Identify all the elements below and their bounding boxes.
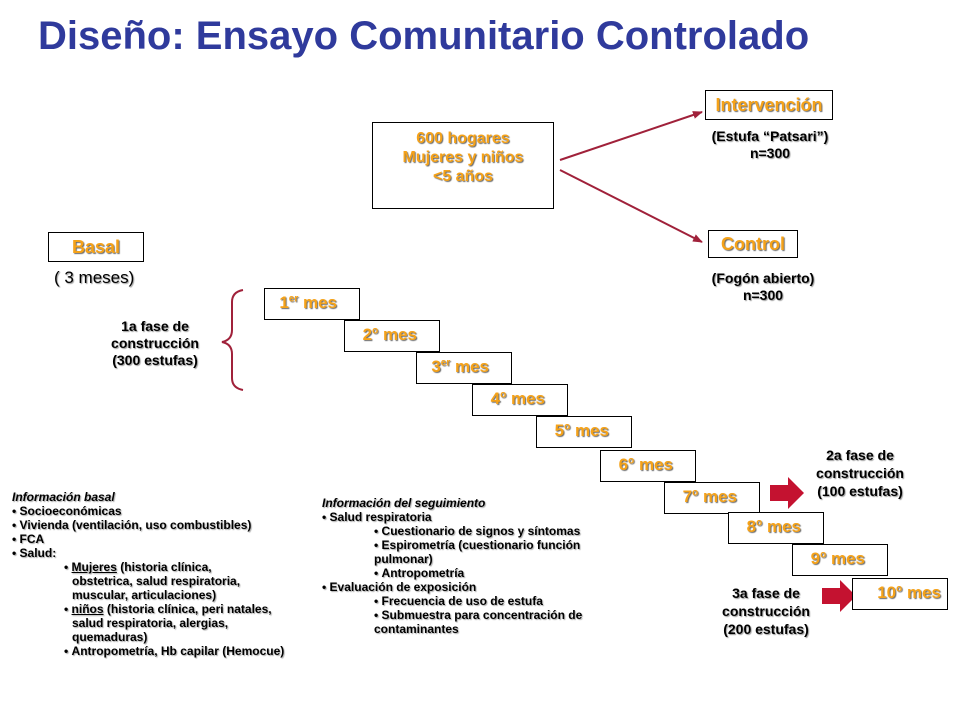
info-basal-subitem: Mujeres (historia clínica, obstetrica, s… [12,560,312,602]
info-basal-subitem: niños (historia clínica, peri natales, s… [12,602,312,644]
month-3-label: 3er mes [431,357,489,376]
phase3-text: 3a fase de construcción (200 estufas) [696,584,836,638]
info-basal-item: Salud: [12,546,312,560]
phase1-line1: 1a fase de [121,318,189,334]
population-box: 600 hogares Mujeres y niños <5 años [372,122,554,209]
phase3-line3: (200 estufas) [723,621,809,637]
intervention-box: Intervención [705,90,833,120]
control-desc: (Fogón abierto) n=300 [688,270,838,304]
month-3-box: 3er mes [416,352,512,384]
block-arrow-phase2 [770,477,804,509]
month-8-label: 8o mes [746,517,801,536]
month-9-label: 9o mes [810,549,865,568]
info-basal-title: Información basal [12,490,115,504]
arrow-to-intervention [559,111,703,161]
info-seguimiento-subitem: Antropometría [322,566,612,580]
intervention-desc: (Estufa “Patsari”) n=300 [690,128,850,162]
month-10-box: 10o mes [852,578,948,610]
phase3-line1: 3a fase de [732,585,800,601]
curly-brace [221,289,244,391]
info-basal-item: Vivienda (ventilación, uso combustibles) [12,518,312,532]
control-n: n=300 [742,287,784,303]
block-arrow-phase3 [822,580,856,612]
phase3-line2: construcción [722,603,810,619]
page-title: Diseño: Ensayo Comunitario Controlado [38,14,810,58]
info-seguimiento-subitem: Cuestionario de signos y síntomas [322,524,612,538]
month-5-box: 5o mes [536,416,632,448]
population-age: <5 años [432,168,494,185]
phase2-line3: (100 estufas) [817,483,903,499]
month-6-label: 6o mes [618,455,673,474]
phase1-line2: construcción [111,335,199,351]
info-seguimiento-subitem: Espirometría (cuestionario función pulmo… [322,538,612,566]
month-5-label: 5o mes [554,421,609,440]
control-stove: (Fogón abierto) [711,270,815,286]
intervention-stove: (Estufa “Patsari”) [711,128,829,144]
month-1-box: 1er mes [264,288,360,320]
info-seguimiento-item: Salud respiratoria [322,510,612,524]
info-seguimiento-panel: Información del seguimiento Salud respir… [322,496,612,636]
info-seguimiento-title: Información del seguimiento [322,496,486,510]
basal-box: Basal [48,232,144,262]
control-label: Control [721,234,785,254]
month-2-label: 2o mes [362,325,417,344]
intervention-n: n=300 [749,145,791,161]
month-7-box: 7o mes [664,482,760,514]
month-10-label: 10o mes [877,583,941,602]
phase1-text: 1a fase de construcción (300 estufas) [90,318,220,369]
month-9-box: 9o mes [792,544,888,576]
month-1-label: 1er mes [279,293,337,312]
phase1-line3: (300 estufas) [112,352,198,368]
intervention-label: Intervención [715,95,823,115]
info-basal-panel: Información basal Socioeconómicas Vivien… [12,490,312,658]
info-seguimiento-subitem: Frecuencia de uso de estufa [322,594,612,608]
info-seguimiento-subitem: Submuestra para concentración de contami… [322,608,612,636]
phase2-line2: construcción [816,465,904,481]
month-4-box: 4o mes [472,384,568,416]
phase2-line1: 2a fase de [826,447,894,463]
info-seguimiento-item: Evaluación de exposición [322,580,612,594]
info-basal-item: Socioeconómicas [12,504,312,518]
population-count: 600 hogares [416,130,510,147]
month-8-box: 8o mes [728,512,824,544]
basal-label: Basal [71,237,121,257]
population-group: Mujeres y niños [402,149,524,166]
month-4-label: 4o mes [490,389,545,408]
control-box: Control [708,230,798,258]
month-6-box: 6o mes [600,450,696,482]
info-basal-item: FCA [12,532,312,546]
month-7-label: 7o mes [682,487,737,506]
arrow-to-control [559,169,703,243]
phase2-text: 2a fase de construcción (100 estufas) [790,446,930,500]
month-2-box: 2o mes [344,320,440,352]
basal-duration: ( 3 meses) [54,268,135,287]
info-basal-subitem: Antropometría, Hb capilar (Hemocue) [12,644,312,658]
